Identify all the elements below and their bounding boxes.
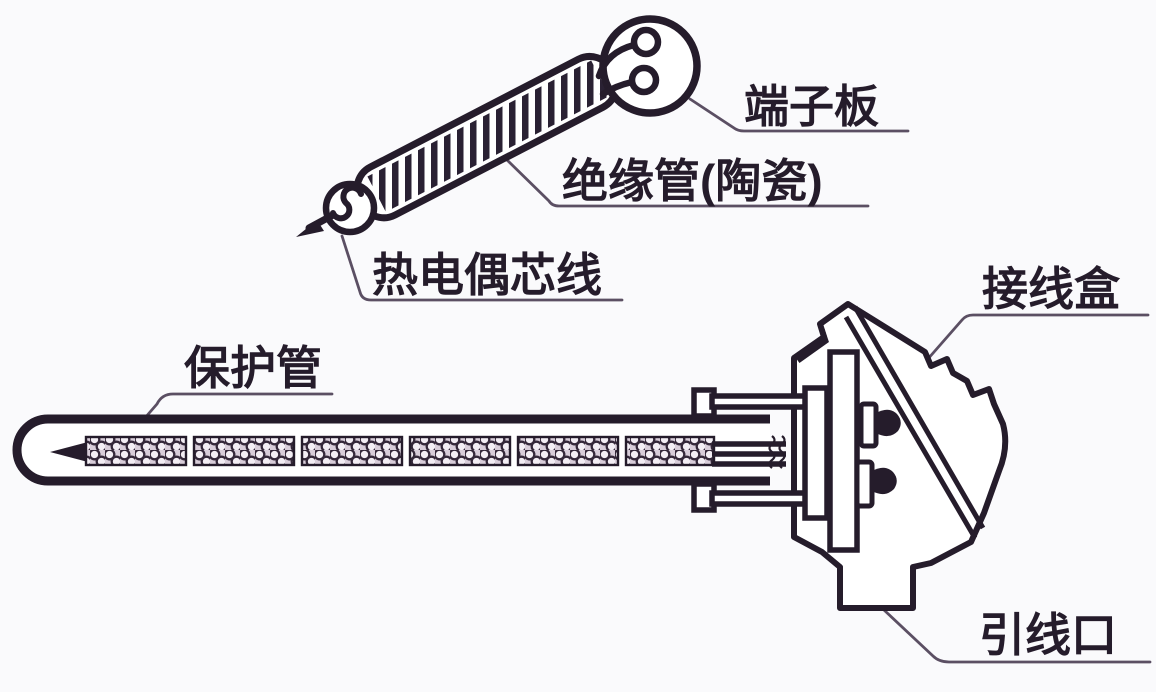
- bead-segment: [624, 435, 716, 467]
- thread-marks: [768, 435, 786, 469]
- protection-tube: [12, 414, 786, 486]
- box-roof-inner-line: [796, 328, 829, 364]
- box-terminals: [854, 401, 901, 509]
- label-protection-tube: 保护管: [184, 342, 322, 394]
- box-terminal-screw-upper: [876, 409, 901, 437]
- thread-mark: [768, 435, 776, 469]
- bead-segment: [84, 435, 188, 467]
- terminal-board: [595, 15, 701, 117]
- label-insulation-tube: 绝缘管(陶瓷): [562, 155, 823, 207]
- leader-lead-wire-outlet: [882, 608, 1152, 664]
- entry-fitting: [691, 349, 860, 553]
- insulated-element: [296, 15, 701, 237]
- leader-core-wire: [340, 234, 624, 302]
- terminal-block-plate: [827, 349, 860, 553]
- welded-tip: [296, 220, 324, 237]
- bead-segment: [408, 435, 512, 467]
- box-terminal-screw-lower: [872, 467, 897, 495]
- cover-edge-inner: [843, 315, 978, 540]
- label-thermocouple-core-wire: 热电偶芯线: [372, 249, 602, 301]
- leader-lines: [142, 97, 1152, 664]
- box-terminal-post-upper: [858, 401, 879, 449]
- bead-segment: [300, 435, 404, 467]
- bead-segment: [192, 435, 296, 467]
- leader-junction-box: [918, 313, 1150, 370]
- terminal-screw-upper: [630, 26, 662, 58]
- leader-terminal-board: [688, 97, 910, 133]
- label-terminal-board: 端子板: [744, 81, 879, 132]
- twisted-wire: [330, 184, 364, 222]
- fitting-rail-top: [709, 393, 810, 410]
- measuring-tip: [50, 442, 88, 462]
- cover-edge-outer: [852, 305, 986, 530]
- insulation-tube-hatching: [367, 60, 610, 212]
- leader-insulation-tube: [503, 156, 870, 208]
- insulator-beads: [84, 435, 716, 467]
- label-junction-box: 接线盒: [982, 263, 1121, 315]
- terminal-screw-lower: [628, 64, 660, 96]
- fitting-rail-bottom: [709, 490, 810, 507]
- hot-junction: [296, 180, 378, 237]
- bead-segment: [516, 435, 620, 467]
- box-terminal-post-lower: [854, 459, 875, 509]
- thread-mark: [778, 435, 786, 469]
- leader-protection-tube: [142, 392, 334, 421]
- terminal-wire-upper: [595, 41, 638, 80]
- labels: 端子板 绝缘管(陶瓷) 热电偶芯线 保护管 接线盒 引线口: [184, 81, 1121, 661]
- fitting-plate: [802, 385, 830, 521]
- junction-box: [691, 301, 1009, 611]
- label-lead-wire-outlet: 引线口: [979, 609, 1117, 661]
